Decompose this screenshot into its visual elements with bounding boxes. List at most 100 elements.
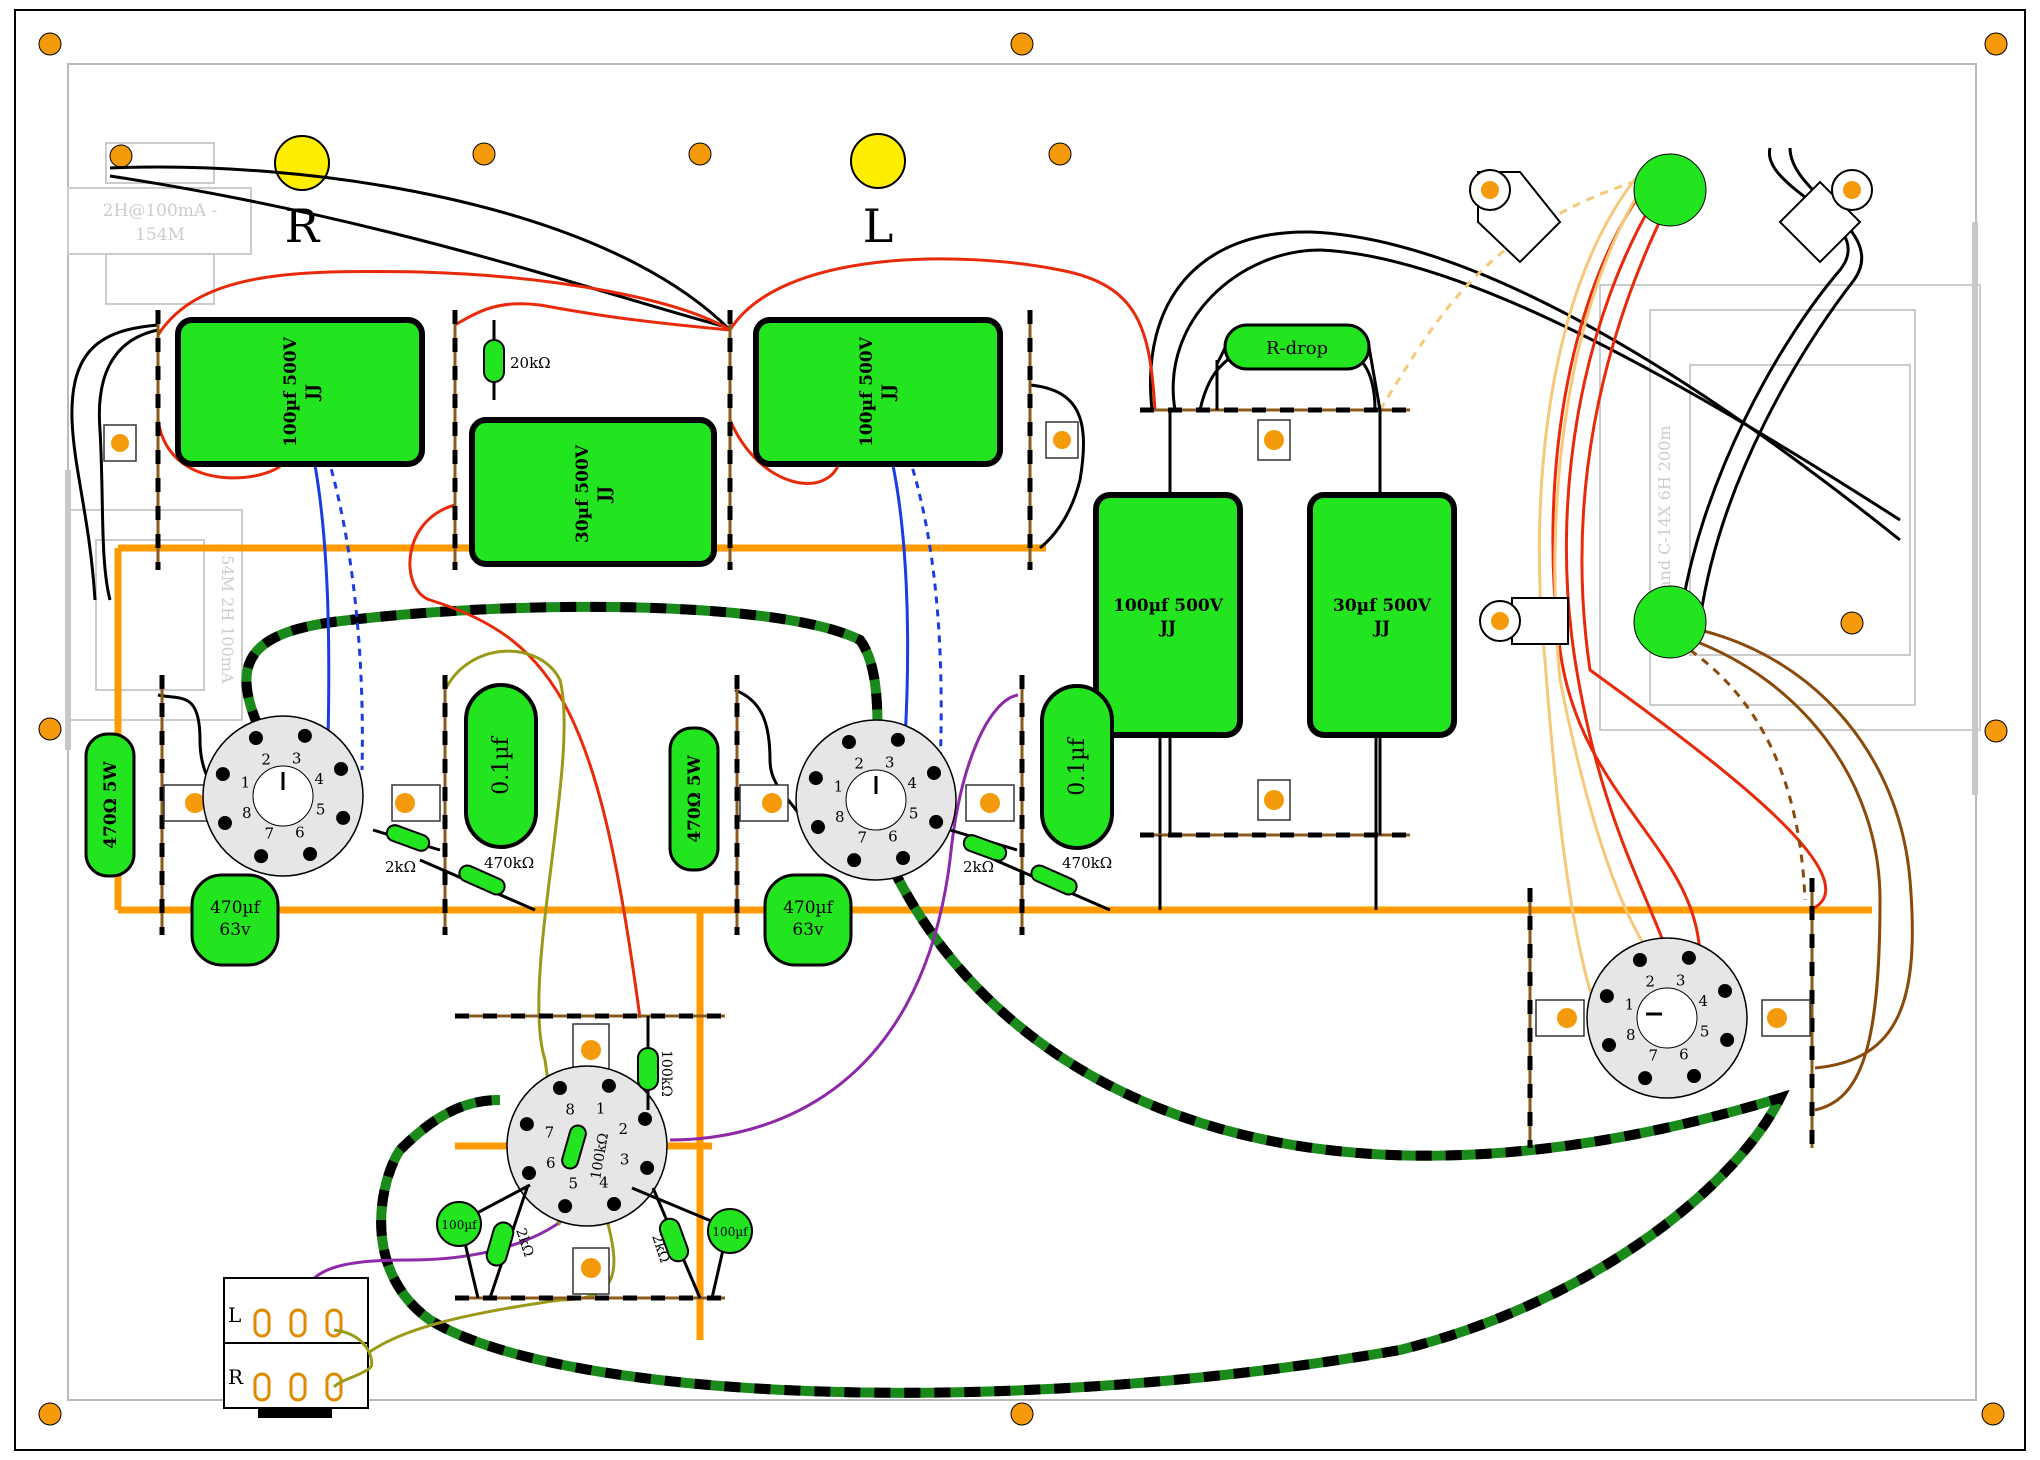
socket-pin: [638, 1111, 653, 1126]
socket-pin-label: 1: [1625, 995, 1635, 1013]
resistor-20k-label: 20kΩ: [510, 354, 551, 372]
filter-cap-psu-second-line2: JJ: [1372, 618, 1390, 638]
driver-100k-top: 100kΩ: [637, 1016, 674, 1110]
r-drop-label: R-drop: [1266, 338, 1328, 359]
filter-cap-psu-main-line2: JJ: [1158, 618, 1176, 638]
cathode-cap-r-line2: 63v: [219, 920, 251, 940]
socket-pin-label: 3: [292, 749, 302, 767]
mount-hole: [1048, 142, 1072, 166]
chassis-mount-holes: [38, 32, 2008, 1426]
socket-pin-label: 8: [1626, 1026, 1636, 1044]
mount-tab: [1257, 779, 1291, 821]
power-transformer-faint-label: and C-14X 6H 200m: [1655, 425, 1674, 590]
socket-pin: [334, 761, 349, 776]
socket-pin: [1638, 1071, 1653, 1086]
socket-pin-label: 7: [545, 1123, 555, 1141]
cathode-resistor-l-label: 470Ω 5W: [685, 754, 705, 842]
mount-tab: [163, 784, 213, 822]
driver-cap-left: 100µf: [436, 1183, 531, 1299]
socket-pin-label: 3: [885, 753, 895, 771]
socket-pin: [519, 1117, 534, 1132]
socket-pin-label: 5: [316, 801, 326, 819]
socket-pin-label: 6: [546, 1154, 556, 1172]
filter-cap-r-main-line1: 100µf 500V: [281, 336, 301, 447]
filter-cap-psu-main-line1: 100µf 500V: [1113, 596, 1224, 616]
socket-pin-label: 2: [618, 1120, 628, 1138]
socket-pin: [217, 816, 232, 831]
socket-pin-label: 6: [1679, 1045, 1689, 1063]
choke-faint-vertical-label: 154M 2H 100mA: [218, 545, 237, 684]
speaker-terminal-2[interactable]: [1778, 169, 1873, 264]
socket-pin-label: 1: [596, 1099, 606, 1117]
cathode-resistor-r: 470Ω 5W: [84, 732, 136, 878]
socket-pin: [847, 853, 862, 868]
mount-hole: [38, 717, 62, 741]
socket-pin-label: 6: [888, 827, 898, 845]
mount-tab: [572, 1023, 610, 1071]
socket-pin: [810, 820, 825, 835]
power-transformer-faint: and C-14X 6H 200m: [65, 222, 1981, 795]
choke-faint-label-1: 2H@100mA -: [103, 201, 218, 221]
socket-pin-label: 2: [854, 755, 864, 773]
speaker-terminal-1[interactable]: [1469, 169, 1562, 264]
coupling-cap-r-label: 0.1µf: [489, 735, 514, 794]
strip-verticals: [1158, 360, 1382, 910]
mount-tab: [1535, 999, 1585, 1037]
mount-hole: [109, 144, 133, 168]
grid-resistors-r: 2kΩ 470kΩ: [372, 824, 536, 912]
socket-pin: [1632, 952, 1647, 967]
socket-pin-label: 5: [1700, 1023, 1710, 1041]
input-jack-lugs: [253, 1308, 343, 1402]
grommet-terminal[interactable]: [1479, 597, 1569, 645]
green-grommet-top: [1633, 153, 1707, 227]
socket-pin-label: 4: [599, 1173, 609, 1191]
driver-2k-right: 2kΩ: [648, 1187, 702, 1299]
strip-mount-tabs: [103, 419, 1811, 1295]
socket-pin: [558, 1199, 573, 1214]
filter-cap-l-main: 100µf 500V JJ: [753, 317, 1003, 467]
socket-pin-label: 7: [1649, 1047, 1659, 1065]
socket-pin: [336, 810, 351, 825]
pilot-light-right: [274, 135, 330, 191]
socket-pin-label: 4: [314, 770, 324, 788]
mount-hole: [1984, 32, 2008, 56]
mount-tab: [739, 784, 789, 822]
cathode-cap-r-line1: 470µf: [210, 898, 261, 918]
coupling-cap-r: 0.1µf: [464, 683, 538, 849]
mount-hole: [1840, 611, 1864, 635]
input-jack-left-label: L: [228, 1303, 241, 1327]
pilot-light-left: [850, 133, 906, 189]
socket-pin: [303, 847, 318, 862]
socket-pin: [1681, 950, 1696, 965]
heater-wiring: [241, 601, 1790, 1398]
socket-pin: [896, 851, 911, 866]
grid-stop-r-label: 2kΩ: [385, 858, 416, 876]
socket-pin-label: 7: [265, 825, 275, 843]
driver-cap-right: 100µf: [631, 1186, 753, 1299]
socket-pin-label: 2: [1645, 973, 1655, 991]
psu-strip-connections: [1215, 346, 1382, 411]
mount-hole: [472, 142, 496, 166]
coupling-cap-l-label: 0.1µf: [1065, 736, 1090, 795]
mount-tab: [1045, 421, 1079, 459]
cathode-cap-l-line1: 470µf: [783, 898, 834, 918]
socket-pin: [1687, 1069, 1702, 1084]
socket-pin-label: 7: [858, 829, 868, 847]
driver-cap-right-label: 100µf: [712, 1225, 749, 1239]
socket-pin: [297, 728, 312, 743]
grid-resistors-l: 2kΩ 470kΩ: [949, 828, 1112, 912]
socket-pin-label: 3: [1676, 971, 1686, 989]
green-grommet-bottom: [1633, 585, 1707, 659]
cathode-cap-l: 470µf 63v: [763, 873, 853, 967]
filter-cap-psu-main: 100µf 500V JJ: [1093, 492, 1243, 738]
socket-pin: [521, 1166, 536, 1181]
terminal-lugs: [155, 310, 1815, 1301]
cathode-resistor-l: 470Ω 5W: [668, 726, 720, 872]
socket-pin-label: 6: [295, 823, 305, 841]
input-jack-panel[interactable]: L R: [223, 1277, 374, 1418]
